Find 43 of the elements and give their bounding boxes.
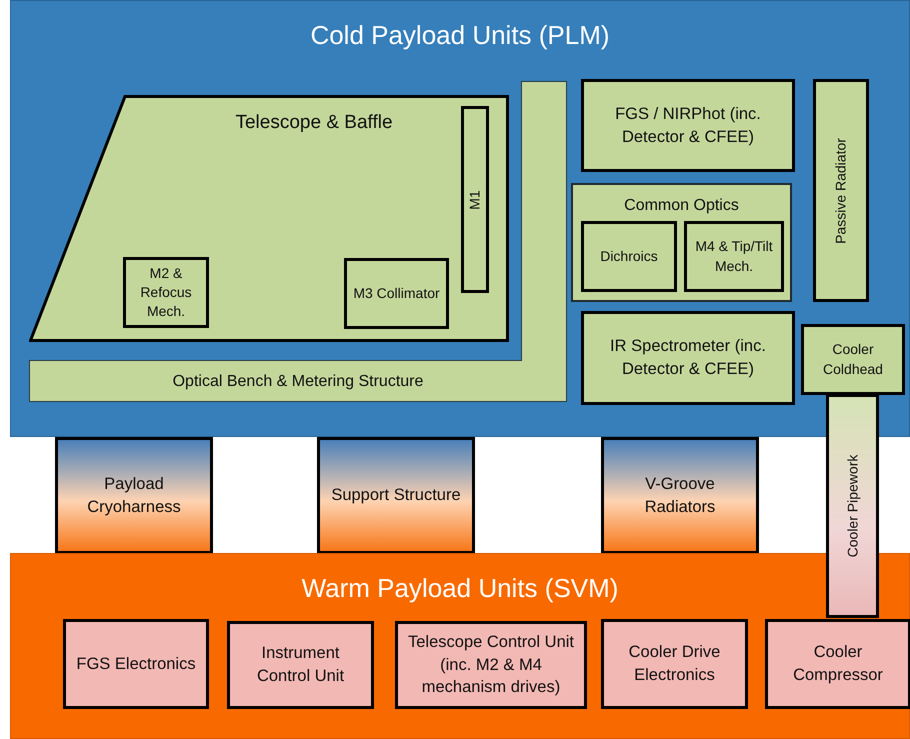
component-box (684, 221, 784, 292)
box-label: Dichroics (599, 246, 659, 266)
component-box (813, 79, 869, 302)
box-label: M2 & Refocus Mech. (139, 264, 193, 322)
box-label: Payload Cryoharness (86, 474, 182, 518)
box-label: IR Spectrometer (inc. Detector & CFEE) (609, 336, 767, 380)
box-label: M4 & Tip/Tilt Mech. (694, 237, 774, 276)
box-label: Cooler Coldhead (822, 340, 884, 378)
component-box (581, 79, 795, 172)
panel-title: Common Optics (624, 196, 739, 216)
electronics-box (601, 619, 748, 709)
box-label: Cooler Drive Electronics (628, 642, 722, 686)
interface-box (601, 437, 759, 554)
box-label: Cooler Compressor (792, 642, 884, 686)
component-box (581, 311, 795, 405)
component-box (344, 258, 449, 329)
box-label: M3 Collimator (352, 284, 441, 303)
electronics-box (63, 619, 209, 709)
box-label: V-Groove Radiators (644, 474, 716, 518)
component-box (801, 324, 905, 395)
box-label: Cooler Pipework (843, 454, 862, 558)
electronics-box (765, 619, 910, 709)
component-box (581, 221, 677, 292)
interface-box (317, 437, 475, 554)
group-box (571, 183, 792, 302)
panel-title: Warm Payload Units (SVM) (302, 572, 618, 605)
box-label: Support Structure (330, 485, 462, 506)
box-label: Optical Bench & Metering Structure (172, 372, 424, 392)
panel-title: Telescope & Baffle (234, 111, 394, 135)
interface-box (55, 437, 213, 554)
box-label: M1 (466, 190, 484, 210)
component-box (461, 106, 489, 293)
box-label: Telescope Control Unit (inc. M2 & M4 mechanism drives) (407, 632, 575, 698)
cold-unit-panel (10, 0, 910, 437)
box-label: Instrument Control Unit (256, 643, 346, 687)
pipework-bar (826, 394, 879, 618)
panel-title: Cold Payload Units (PLM) (310, 19, 610, 52)
box-label: Passive Radiator (832, 138, 850, 244)
component-box (123, 257, 209, 328)
box-label: FGS / NIRPhot (inc. Detector & CFEE) (614, 104, 762, 148)
electronics-box (395, 621, 587, 709)
electronics-box (227, 621, 374, 709)
box-label: FGS Electronics (75, 654, 197, 675)
